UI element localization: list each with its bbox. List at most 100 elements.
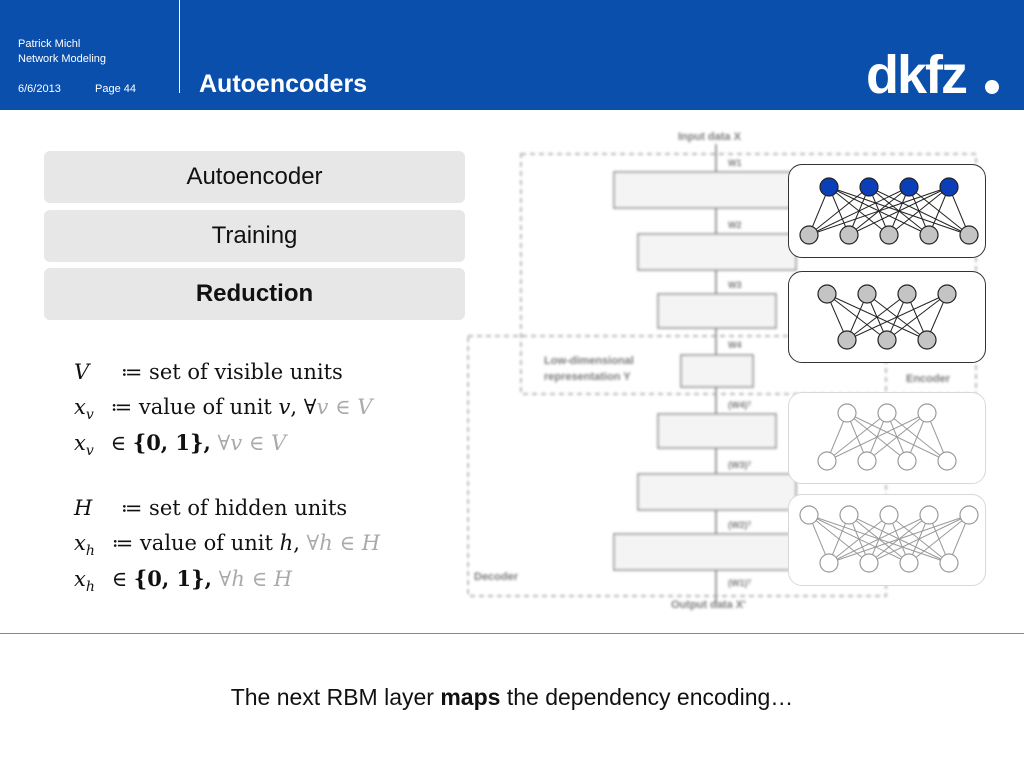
rbm-unit <box>899 553 919 573</box>
decoder-label: Decoder <box>474 571 519 583</box>
page-title: Autoencoders <box>199 70 368 98</box>
weight-label: (W1)ᵀ <box>728 578 751 588</box>
hidden-bin-domain-in: ∈ <box>251 567 268 591</box>
rbm-unit <box>859 177 879 197</box>
rbm-unit <box>857 451 877 471</box>
weight-label: W4 <box>728 340 742 350</box>
weight-label: (W3)ᵀ <box>728 460 751 470</box>
layer-block <box>637 233 797 271</box>
hidden-bin-quantifier: ∀ <box>218 567 232 591</box>
menu-item-reduction[interactable]: Reduction <box>44 268 465 320</box>
header-bar: Patrick Michl Network Modeling 6/6/2013 … <box>0 0 1024 110</box>
header-divider <box>179 0 180 93</box>
weight-label: W2 <box>728 220 742 230</box>
rbm-unit <box>817 451 837 471</box>
rbm-unit <box>959 225 979 245</box>
hidden-domain-in: ∈ <box>339 531 355 555</box>
rbm-box-2 <box>788 271 986 363</box>
hidden-bin-domain-set: H <box>273 567 293 591</box>
rbm-connection <box>848 186 950 236</box>
rbm-connection <box>888 186 950 236</box>
visible-domain-in: ∈ <box>335 395 351 419</box>
input-data-label: Input data X <box>678 131 742 143</box>
menu-item-autoencoder[interactable]: Autoencoder <box>44 151 465 203</box>
lowdim-label-2: representation Y <box>544 371 631 383</box>
definition-hidden-set: H ≔ set of hidden units <box>74 496 347 520</box>
rbm-connection <box>868 514 970 564</box>
autoencoder-diagram: Input data X Output data X' Low-dimensio… <box>467 131 977 611</box>
visible-quantifier: ∀ <box>303 395 317 419</box>
rbm-unit <box>799 225 819 245</box>
rbm-connection <box>826 412 928 462</box>
hidden-set-text: ≔ set of hidden units <box>120 496 348 520</box>
visible-set-symbol: V <box>74 360 90 384</box>
rbm-box-3 <box>788 392 986 484</box>
visible-bin-sub: v <box>85 443 94 460</box>
hidden-var-symbol: x <box>74 531 86 555</box>
weight-label: W1 <box>728 158 742 168</box>
definition-visible-value: xv ≔ value of unit v, ∀v ∈ V <box>74 395 373 424</box>
rbm-connection <box>886 293 948 341</box>
layer-block <box>613 171 820 209</box>
visible-bin-in: ∈ <box>110 431 126 455</box>
rbm-unit <box>917 403 937 423</box>
rbm-unit <box>837 403 857 423</box>
definition-visible-binary: xv ∈ {0, 1}, ∀v ∈ V <box>74 430 286 459</box>
hidden-set-symbol: H <box>74 496 93 520</box>
rbm-unit <box>919 225 939 245</box>
rbm-connection <box>828 514 930 564</box>
hidden-quantifier: ∀ <box>306 531 320 555</box>
rbm-unit <box>819 553 839 573</box>
output-data-label: Output data X' <box>671 599 746 611</box>
rbm-unit <box>897 451 917 471</box>
visible-bin-values: {0, 1}, <box>132 430 211 455</box>
rbm-unit <box>877 330 897 350</box>
bottom-rule <box>0 633 1024 634</box>
rbm-connection <box>808 186 870 236</box>
visible-var-text: ≔ value of unit <box>110 395 272 419</box>
visible-bin-quantifier: ∀ <box>217 431 231 455</box>
hidden-bin-in: ∈ <box>111 567 128 591</box>
definition-visible-set: V ≔ set of visible units <box>74 360 343 384</box>
hidden-bin-symbol: x <box>74 567 86 591</box>
rbm-unit <box>819 177 839 197</box>
rbm-unit <box>837 330 857 350</box>
rbm-network-4 <box>799 505 979 573</box>
rbm-unit <box>817 284 837 304</box>
rbm-network-3 <box>817 403 957 471</box>
rbm-connection <box>908 514 970 564</box>
hidden-var-sub: h <box>85 543 95 560</box>
hidden-domain-set: H <box>361 531 381 555</box>
layer-block <box>657 413 777 449</box>
weight-label: W3 <box>728 280 742 290</box>
rbm-unit <box>917 330 937 350</box>
rbm-unit <box>939 177 959 197</box>
visible-var-sub: v <box>85 407 94 424</box>
weight-label: (W2)ᵀ <box>728 520 751 530</box>
rbm-connection <box>866 412 928 462</box>
rbm-unit <box>857 284 877 304</box>
caption-after: the dependency encoding… <box>500 684 794 710</box>
rbm-box-4 <box>788 494 986 586</box>
rbm-unit <box>859 553 879 573</box>
slide-caption: The next RBM layer maps the dependency e… <box>0 684 1024 711</box>
autoencoder-figure: Input data X Output data X' Low-dimensio… <box>466 124 986 614</box>
rbm-unit <box>959 505 979 525</box>
slide-date: 6/6/2013 <box>18 83 61 95</box>
dkfz-logo: dkfz <box>866 45 968 105</box>
caption-emphasis: maps <box>440 684 501 710</box>
rbm-box-1 <box>788 164 986 258</box>
rbm-unit <box>839 505 859 525</box>
rbm-unit <box>919 505 939 525</box>
rbm-unit <box>897 284 917 304</box>
subject-name: Network Modeling <box>18 53 107 65</box>
layer-block <box>680 354 754 388</box>
layer-block <box>657 293 777 329</box>
hidden-domain-unit: h <box>319 531 333 555</box>
hidden-unit: h <box>279 531 294 555</box>
blurred-stack: Input data X Output data X' Low-dimensio… <box>467 131 977 611</box>
visible-var-symbol: x <box>74 395 86 419</box>
menu-item-training[interactable]: Training <box>44 210 465 262</box>
visible-unit: v <box>278 395 291 419</box>
visible-bin-domain-in: ∈ <box>248 431 265 455</box>
